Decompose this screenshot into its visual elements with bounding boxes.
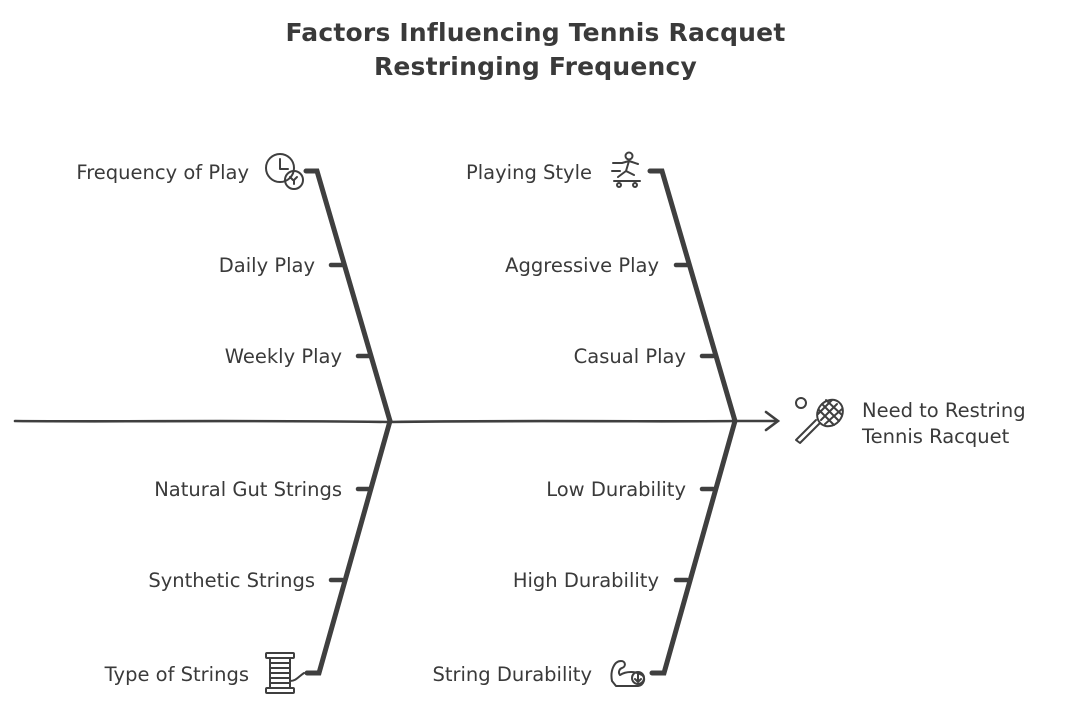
category-label-type-of-strings: Type of Strings <box>104 663 249 686</box>
bone-playing-style <box>647 168 738 424</box>
spool-icon <box>265 652 305 694</box>
diagram-title: Factors Influencing Tennis Racquet Restr… <box>0 16 1071 84</box>
bone-type-of-strings <box>304 418 393 676</box>
bone-frequency-of-play <box>303 168 393 424</box>
cause-label-weekly-play: Weekly Play <box>224 345 342 368</box>
effect-label-line-1: Need to Restring <box>862 399 1026 422</box>
category-label-frequency-of-play: Frequency of Play <box>76 161 249 184</box>
spine-line <box>13 419 779 424</box>
cause-label-natural-gut-strings: Natural Gut Strings <box>154 478 342 501</box>
effect-label: Need to Restring Tennis Racquet <box>862 398 1026 450</box>
cause-label-aggressive-play: Aggressive Play <box>505 254 659 277</box>
title-line-1: Factors Influencing Tennis Racquet <box>285 18 786 47</box>
cause-label-low-durability: Low Durability <box>546 478 686 501</box>
title-line-2: Restringing Frequency <box>373 52 698 81</box>
tennis-racquet-icon <box>795 397 844 444</box>
cause-label-high-durability: High Durability <box>512 569 659 592</box>
bone-string-durability <box>649 418 738 676</box>
cause-label-synthetic-strings: Synthetic Strings <box>148 569 315 592</box>
effect-label-line-2: Tennis Racquet <box>862 425 1010 448</box>
skateboarder-icon <box>611 151 641 188</box>
cause-label-casual-play: Casual Play <box>573 345 686 368</box>
clock-icon <box>265 153 304 190</box>
flexed-arm-icon <box>610 660 646 687</box>
category-label-playing-style: Playing Style <box>466 161 592 184</box>
cause-label-daily-play: Daily Play <box>218 254 315 277</box>
spine-arrowhead <box>764 410 781 432</box>
category-label-string-durability: String Durability <box>432 663 592 686</box>
